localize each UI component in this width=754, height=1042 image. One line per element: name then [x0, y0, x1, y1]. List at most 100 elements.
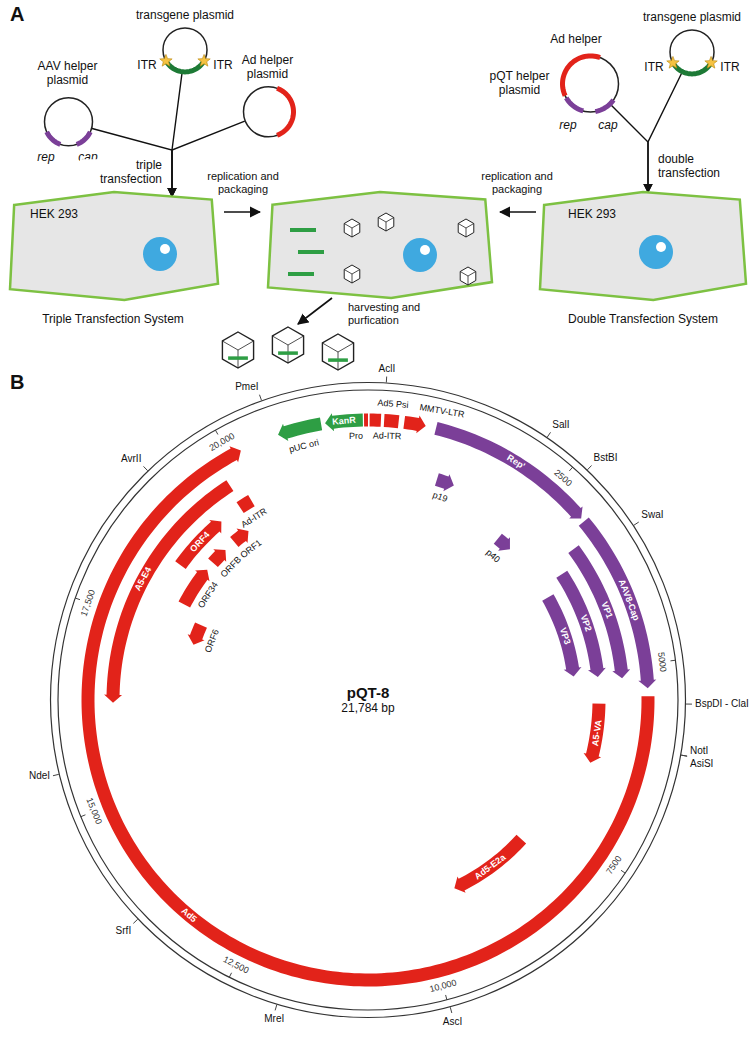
capsid-outline [344, 219, 360, 237]
capsid-outline [272, 327, 303, 363]
capsid-outline [458, 219, 474, 237]
scale-number: 17,500 [79, 588, 98, 617]
capsid-edge [272, 336, 288, 345]
feature-label: Ad-ITR [239, 506, 269, 530]
capsid-edge [352, 270, 360, 275]
flow-arrow [224, 211, 260, 213]
plasmid: AAV helper plasmidrepcap [24, 58, 113, 167]
gene-label: rep [37, 151, 56, 165]
restriction-site: BspDI - ClaI [695, 698, 749, 710]
feature-label: Ad-ITR [372, 431, 401, 442]
node-shape [538, 190, 748, 302]
scale-number: 2500 [552, 467, 574, 488]
plasmid: transgene plasmidITRITR [640, 9, 744, 84]
plasmid-segment [673, 63, 711, 74]
plasmid-segment [277, 89, 293, 136]
feature-label: A5-E4 [133, 565, 154, 592]
nucleolus [656, 242, 666, 252]
itr-star [198, 54, 210, 66]
feature-label: pUC ori [288, 437, 320, 455]
capsid-edge [238, 341, 254, 350]
scale-tick [446, 995, 447, 1000]
nucleus [639, 235, 673, 269]
feature-arrow [454, 835, 526, 893]
aav-capsid [322, 334, 353, 370]
itr-label: ITR [137, 59, 158, 73]
itr-label: ITR [644, 61, 665, 75]
capsid-edge [468, 276, 469, 285]
site-tick [686, 704, 692, 705]
site-tick [53, 774, 59, 775]
capsid-edge [222, 341, 238, 350]
plasmid-name: pQT-8 [347, 684, 390, 701]
cell-line-label: HEK 293 [30, 208, 78, 222]
aav-capsid [344, 265, 360, 283]
cell-outline [10, 192, 218, 300]
plasmid: transgene plasmidITRITR [133, 7, 237, 82]
vector-genome [290, 228, 316, 232]
nucleus [143, 237, 177, 271]
restriction-site: MreI [264, 1013, 284, 1025]
restriction-site: SalI [552, 418, 569, 430]
feature-arrow [403, 416, 425, 434]
plasmid-segment [76, 132, 90, 144]
scale-number: 15,000 [84, 797, 104, 826]
plasmid-name: AAV helper plasmid [26, 60, 110, 88]
restriction-site: BstBI [594, 452, 618, 464]
vector-genome [298, 250, 324, 254]
feature-arrow [325, 413, 363, 431]
cell-outline [268, 192, 492, 298]
capsid-edge [344, 270, 352, 275]
itr-star [160, 54, 172, 66]
feature-arrow [434, 422, 582, 518]
capsid-edge [352, 274, 353, 283]
feature-label: VP3 [557, 626, 572, 645]
site-tick [275, 1005, 277, 1011]
transfection-arrow [172, 72, 182, 197]
feature-arrow [230, 529, 248, 547]
capsid-edge [338, 343, 354, 352]
itr-star [705, 56, 717, 68]
plasmid-size: 21,784 bp [341, 702, 394, 716]
site-tick [681, 755, 687, 756]
edge-label: triple transfection [80, 159, 164, 187]
plasmid-segment [46, 132, 60, 144]
feature-label: p19 [431, 490, 449, 505]
step-label: replication and packaging [475, 170, 559, 195]
plasmid-backbone [44, 98, 92, 146]
hek293-cell: HEK 293 [538, 190, 748, 302]
capsid-edge [458, 224, 466, 229]
vector-genome [278, 351, 298, 355]
gene-label: cap [598, 119, 619, 133]
plasmid-backbone [562, 56, 618, 112]
feature-label: VP1 [599, 601, 615, 621]
nucleus [403, 238, 437, 272]
plasmid-name: transgene plasmid [135, 9, 235, 23]
feature-label: KanR [332, 415, 356, 427]
plasmid: Ad helperpQT helper plasmidrepcap [483, 31, 629, 135]
plasmid-name: transgene plasmid [642, 11, 742, 25]
feature-arrow [370, 414, 382, 427]
feature-label: ORF1 [238, 538, 263, 561]
scale-number: 10,000 [429, 978, 458, 995]
capsid-edge [378, 218, 386, 223]
node-shape [8, 190, 220, 302]
hek293-cell-packaging [268, 192, 492, 298]
feature-label: Ad5-E2a [473, 852, 508, 882]
site-tick [133, 919, 137, 923]
feature-arrow [104, 480, 233, 703]
feature-arrow [237, 495, 255, 513]
site-tick [681, 755, 687, 756]
capsid-edge [352, 224, 360, 229]
site-tick [450, 1007, 452, 1013]
feature-label: A5-VA [590, 720, 604, 748]
capsid-outline [322, 334, 353, 370]
capsid-edge [322, 343, 338, 352]
vector-genome [288, 272, 314, 276]
scale-tick [569, 467, 572, 471]
capsid-edge [386, 218, 394, 223]
aav-capsid [272, 327, 303, 363]
scale-tick [670, 660, 675, 662]
scale-tick [75, 598, 80, 600]
